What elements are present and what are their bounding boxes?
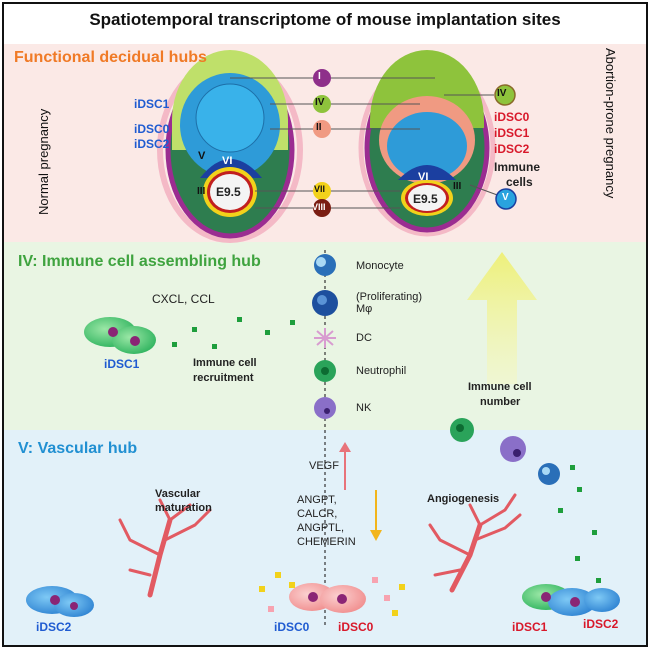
factor-angpt-label: ANGPT,	[297, 494, 337, 506]
right-idsc0-label: iDSC0	[494, 110, 530, 124]
legend-iv-label: IV	[497, 88, 507, 99]
left-idsc0-label: iDSC0	[134, 122, 170, 136]
idsc1-source-label: iDSC1	[104, 357, 140, 371]
hub-i-label: I	[318, 71, 321, 82]
angiogenesis-label: Angiogenesis	[427, 493, 500, 505]
right-immune-label: Immune	[494, 160, 541, 174]
maturation-label-line2: maturation	[155, 502, 212, 514]
right-idsc1-label: iDSC1	[494, 126, 530, 140]
recruitment-label-line1: Immune cell	[193, 357, 257, 369]
hub-iv-label: IV	[315, 97, 325, 108]
neutrophil-label: Neutrophil	[356, 365, 407, 377]
idsc2-cell-left	[26, 586, 94, 617]
angiogenesis-vessel	[428, 493, 522, 593]
nk-label: NK	[356, 402, 372, 414]
hub-iv-legend-circle	[494, 84, 516, 106]
idsc1-idsc2-cells-right	[522, 584, 620, 616]
right-chemokine-particles	[558, 465, 601, 583]
hub-vii-label: VII	[314, 184, 326, 194]
hub-viii-circle	[313, 199, 331, 217]
hub-ii-label: II	[316, 122, 322, 133]
factor-angptl-label: ANGPTL,	[297, 522, 345, 534]
idsc0-cell-center	[289, 583, 366, 613]
immune-cell-icons	[312, 254, 338, 419]
idsc1-cell-cluster-left	[84, 317, 156, 354]
hub-iv-circle	[313, 95, 331, 113]
chemokine-label: CXCL, CCL	[152, 292, 215, 306]
left-idsc2-label: iDSC2	[134, 137, 170, 151]
left-iii-label: III	[197, 186, 206, 197]
right-vi-label: VI	[418, 171, 429, 183]
recruitment-label-line2: recruitment	[193, 372, 254, 384]
vascular-hub-heading: V: Vascular hub	[18, 440, 138, 457]
proliferating-label: (Proliferating)	[356, 291, 423, 303]
immune-cells-right	[450, 418, 560, 485]
immune-cell-number-arrow	[467, 252, 537, 384]
left-vi-label: VI	[222, 155, 233, 167]
abortion-prone-implantation-site	[358, 50, 496, 237]
left-v-label: V	[198, 150, 206, 162]
chemokine-particles	[172, 317, 295, 349]
right-iii-label: III	[453, 181, 462, 192]
normal-implantation-site	[157, 50, 303, 243]
right-cells-label: cells	[506, 175, 533, 189]
hub-ii-circle	[313, 120, 331, 138]
immune-hub-heading: IV: Immune cell assembling hub	[18, 253, 261, 270]
dc-label: DC	[356, 332, 372, 344]
figure-title: Spatiotemporal transcriptome of mouse im…	[89, 10, 561, 29]
left-embryo-label: E9.5	[216, 185, 241, 199]
hub-viii-label: VIII	[312, 202, 326, 212]
abortion-prone-label: Abortion-prone pregnancy	[603, 48, 618, 199]
right-embryo-label: E9.5	[413, 192, 438, 206]
right-idsc2-label: iDSC2	[494, 142, 530, 156]
left-idsc1-label: iDSC1	[134, 97, 170, 111]
vascular-maturation-vessel	[118, 498, 212, 598]
monocyte-label: Monocyte	[356, 260, 404, 272]
normal-pregnancy-label: Normal pregnancy	[36, 108, 51, 215]
bottom-idsc0-blue-label: iDSC0	[274, 620, 310, 634]
macrophage-label: Mφ	[356, 303, 373, 315]
signaling-particles	[259, 572, 405, 616]
bottom-idsc2-label: iDSC2	[36, 620, 72, 634]
bottom-idsc1-label: iDSC1	[512, 620, 548, 634]
vegf-label: VEGF	[309, 460, 339, 472]
maturation-label-line1: Vascular	[155, 488, 201, 500]
immune-number-label-line1: Immune cell	[468, 381, 532, 393]
hub-v-legend-circle	[495, 188, 517, 210]
hub-i-circle	[313, 69, 331, 87]
immune-number-label-line2: number	[480, 396, 521, 408]
legend-v-label: V	[502, 192, 509, 203]
hub-vii-circle	[313, 182, 331, 200]
hubs-heading: Functional decidual hubs	[14, 49, 207, 66]
bottom-idsc0-red-label: iDSC0	[338, 620, 374, 634]
bottom-idsc2-label: iDSC2	[583, 617, 619, 631]
factor-chemerin-label: CHEMERIN	[297, 536, 356, 548]
factor-calcr-label: CALCR,	[297, 508, 338, 520]
